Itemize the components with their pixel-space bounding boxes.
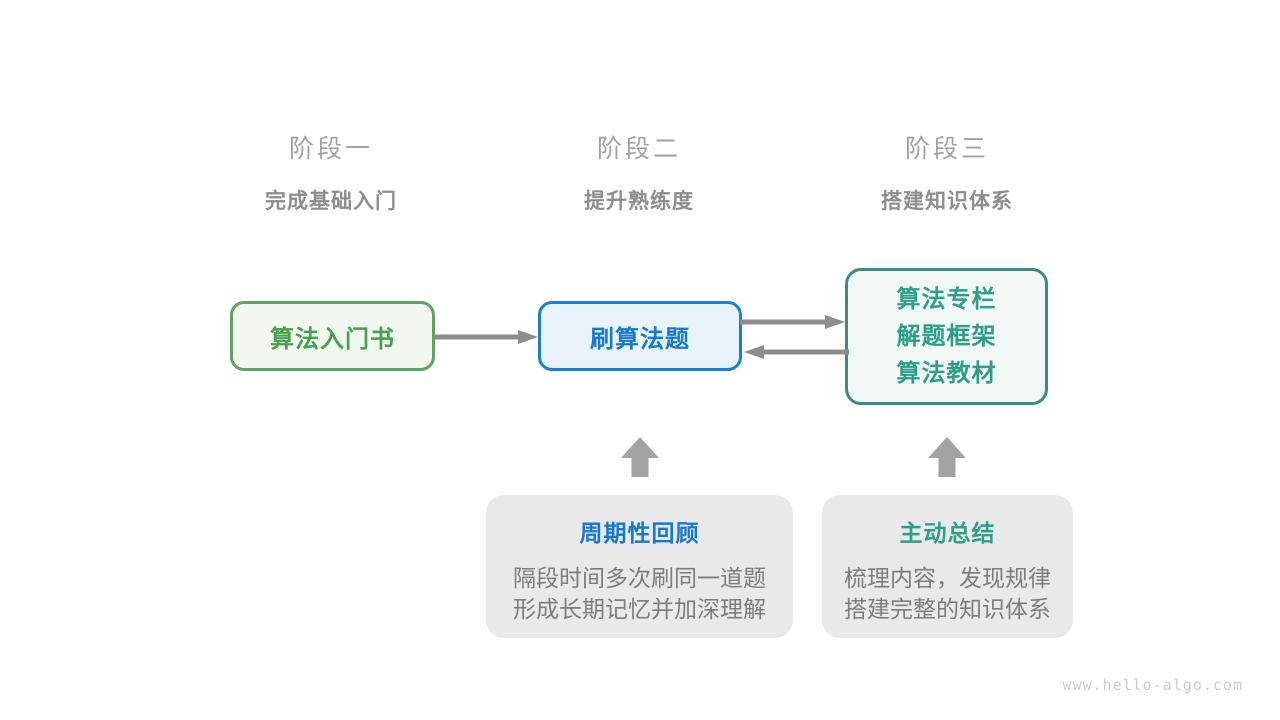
arrow-right-icon [433, 330, 538, 344]
node-practice: 刷算法题 [538, 301, 742, 371]
stage-3-subtitle: 搭建知识体系 [881, 190, 1013, 213]
arrow-right-icon [740, 315, 845, 329]
watermark: www.hello-algo.com [1062, 676, 1243, 694]
node-practice-label: 刷算法题 [590, 325, 690, 353]
stage-2-header: 阶段二 提升熟练度 [479, 129, 799, 215]
card-periodic-review-body-line-1: 隔段时间多次刷同一道题 [513, 565, 766, 591]
card-periodic-review-body-line-2: 形成长期记忆并加深理解 [513, 596, 766, 622]
node-resources-line-1: 算法专栏 [896, 286, 997, 313]
stage-3-label: 阶段三 [904, 135, 989, 163]
stage-1-header: 阶段一 完成基础入门 [171, 129, 491, 215]
card-active-summary-body-line-1: 梳理内容，发现规律 [844, 565, 1051, 591]
card-periodic-review: 周期性回顾 隔段时间多次刷同一道题 形成长期记忆并加深理解 [486, 495, 793, 638]
stage-1-label: 阶段一 [288, 135, 373, 163]
stage-2-label: 阶段二 [596, 135, 681, 163]
node-intro-book: 算法入门书 [230, 301, 435, 371]
up-arrow-icon [928, 437, 966, 477]
up-arrow-icon [621, 437, 659, 477]
arrow-left-icon [744, 345, 849, 359]
stage-1-subtitle: 完成基础入门 [265, 190, 397, 213]
card-active-summary-body: 梳理内容，发现规律 搭建完整的知识体系 [822, 563, 1073, 625]
stage-3-header: 阶段三 搭建知识体系 [787, 129, 1107, 215]
node-resources-line-2: 解题框架 [896, 323, 997, 350]
card-periodic-review-body: 隔段时间多次刷同一道题 形成长期记忆并加深理解 [486, 563, 793, 625]
card-active-summary-title: 主动总结 [899, 520, 996, 546]
node-resources-line-3: 算法教材 [896, 360, 997, 387]
card-periodic-review-title: 周期性回顾 [579, 520, 700, 546]
node-intro-book-label: 算法入门书 [270, 325, 395, 353]
card-active-summary-body-line-2: 搭建完整的知识体系 [844, 596, 1051, 622]
stage-2-subtitle: 提升熟练度 [584, 190, 694, 213]
card-active-summary: 主动总结 梳理内容，发现规律 搭建完整的知识体系 [822, 495, 1073, 638]
node-resources: 算法专栏 解题框架 算法教材 [845, 268, 1048, 405]
